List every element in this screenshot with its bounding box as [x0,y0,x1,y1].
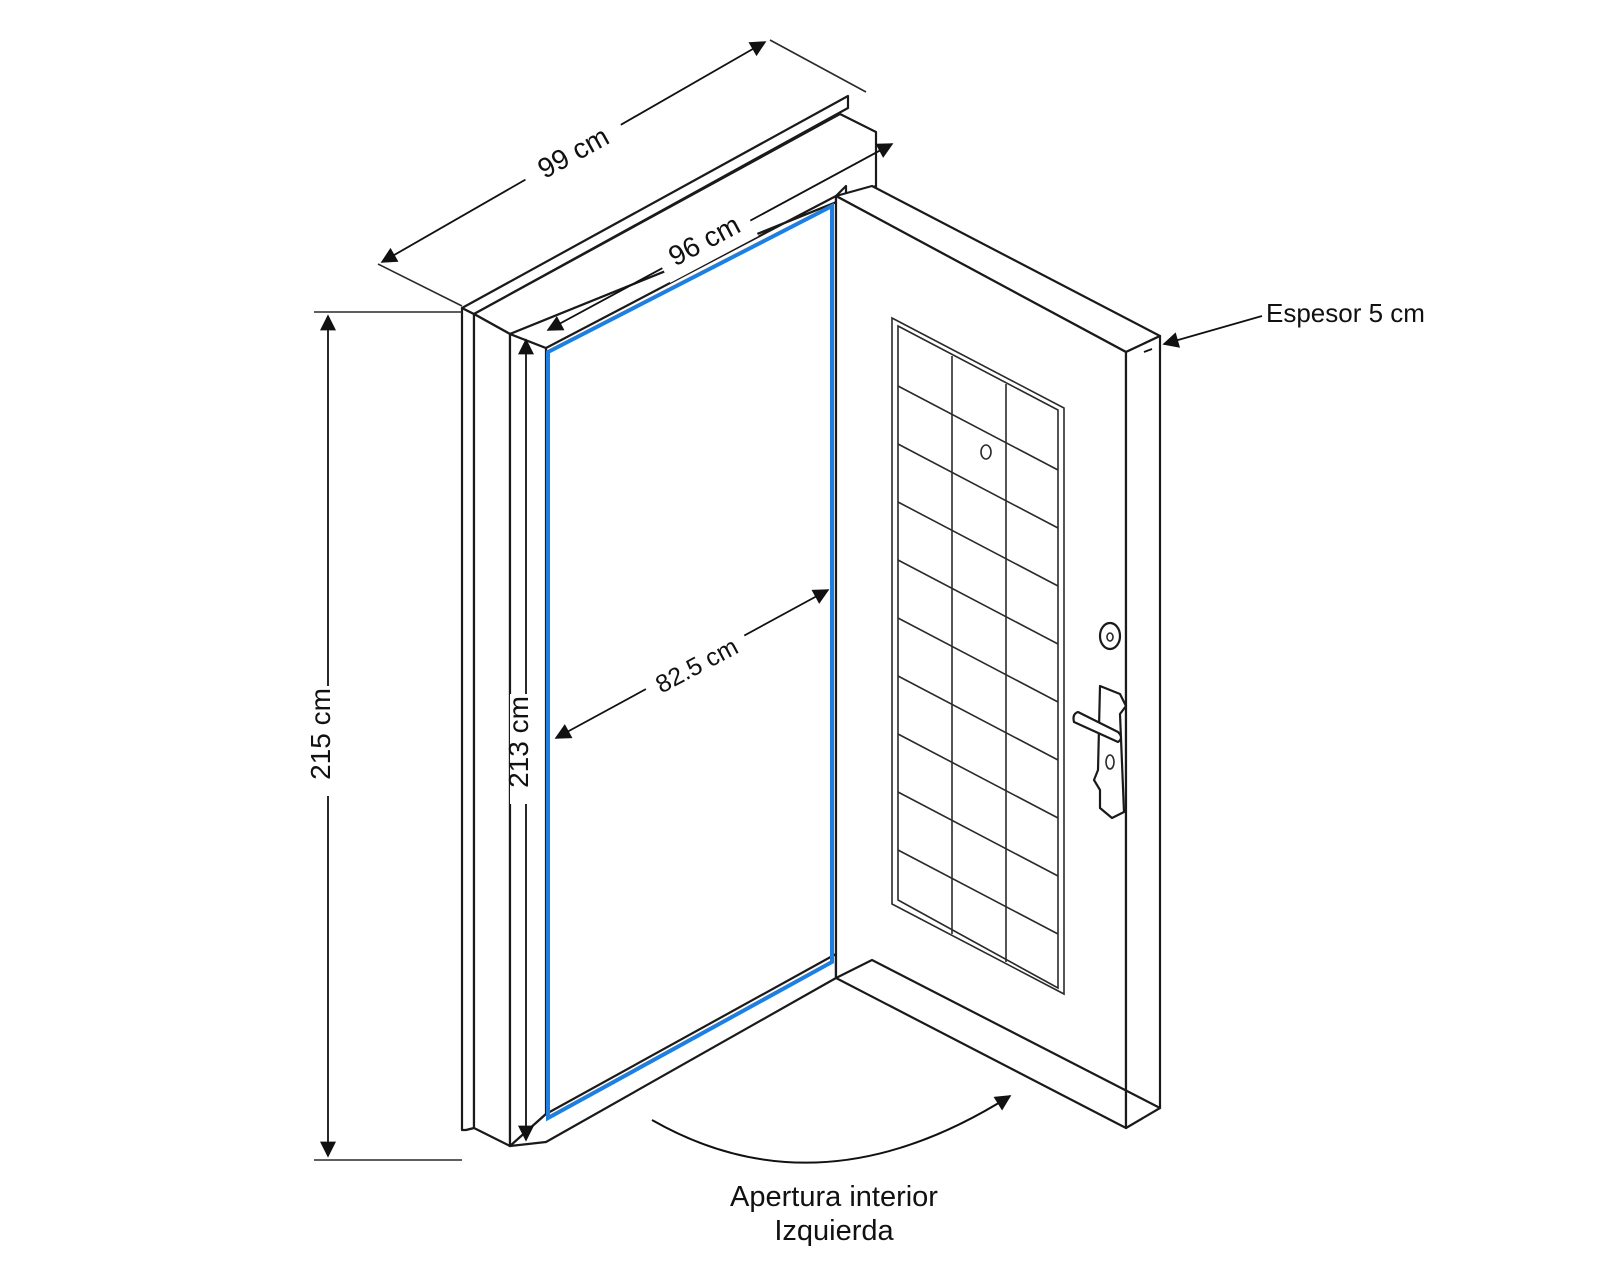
caption-line1: Apertura interior [730,1181,938,1213]
dim-label-215cm: 215 cm [305,688,336,780]
dim-213cm: 213 cm [503,338,542,1142]
peephole-icon [980,444,992,460]
dim-82-5cm: 82.5 cm [554,589,830,739]
dim-215cm: 215 cm [305,311,462,1161]
upper-lock-icon [1098,621,1122,651]
dim-label-213cm: 213 cm [503,696,534,788]
caption-line2: Izquierda [774,1215,894,1247]
door-handle[interactable] [1072,684,1128,820]
frame-left-side [460,306,476,1132]
opening-caption: Apertura interior Izquierda [730,1181,938,1247]
dim-thickness: Espesor 5 cm [1143,298,1425,353]
door-glass-panel [891,316,1065,996]
door-leaf [834,184,1162,1130]
door-bottom-edge [834,958,1162,1110]
dim-label-thickness: Espesor 5 cm [1266,298,1425,328]
swing-arc [651,1095,1012,1164]
door-right-edge [1124,334,1162,1130]
